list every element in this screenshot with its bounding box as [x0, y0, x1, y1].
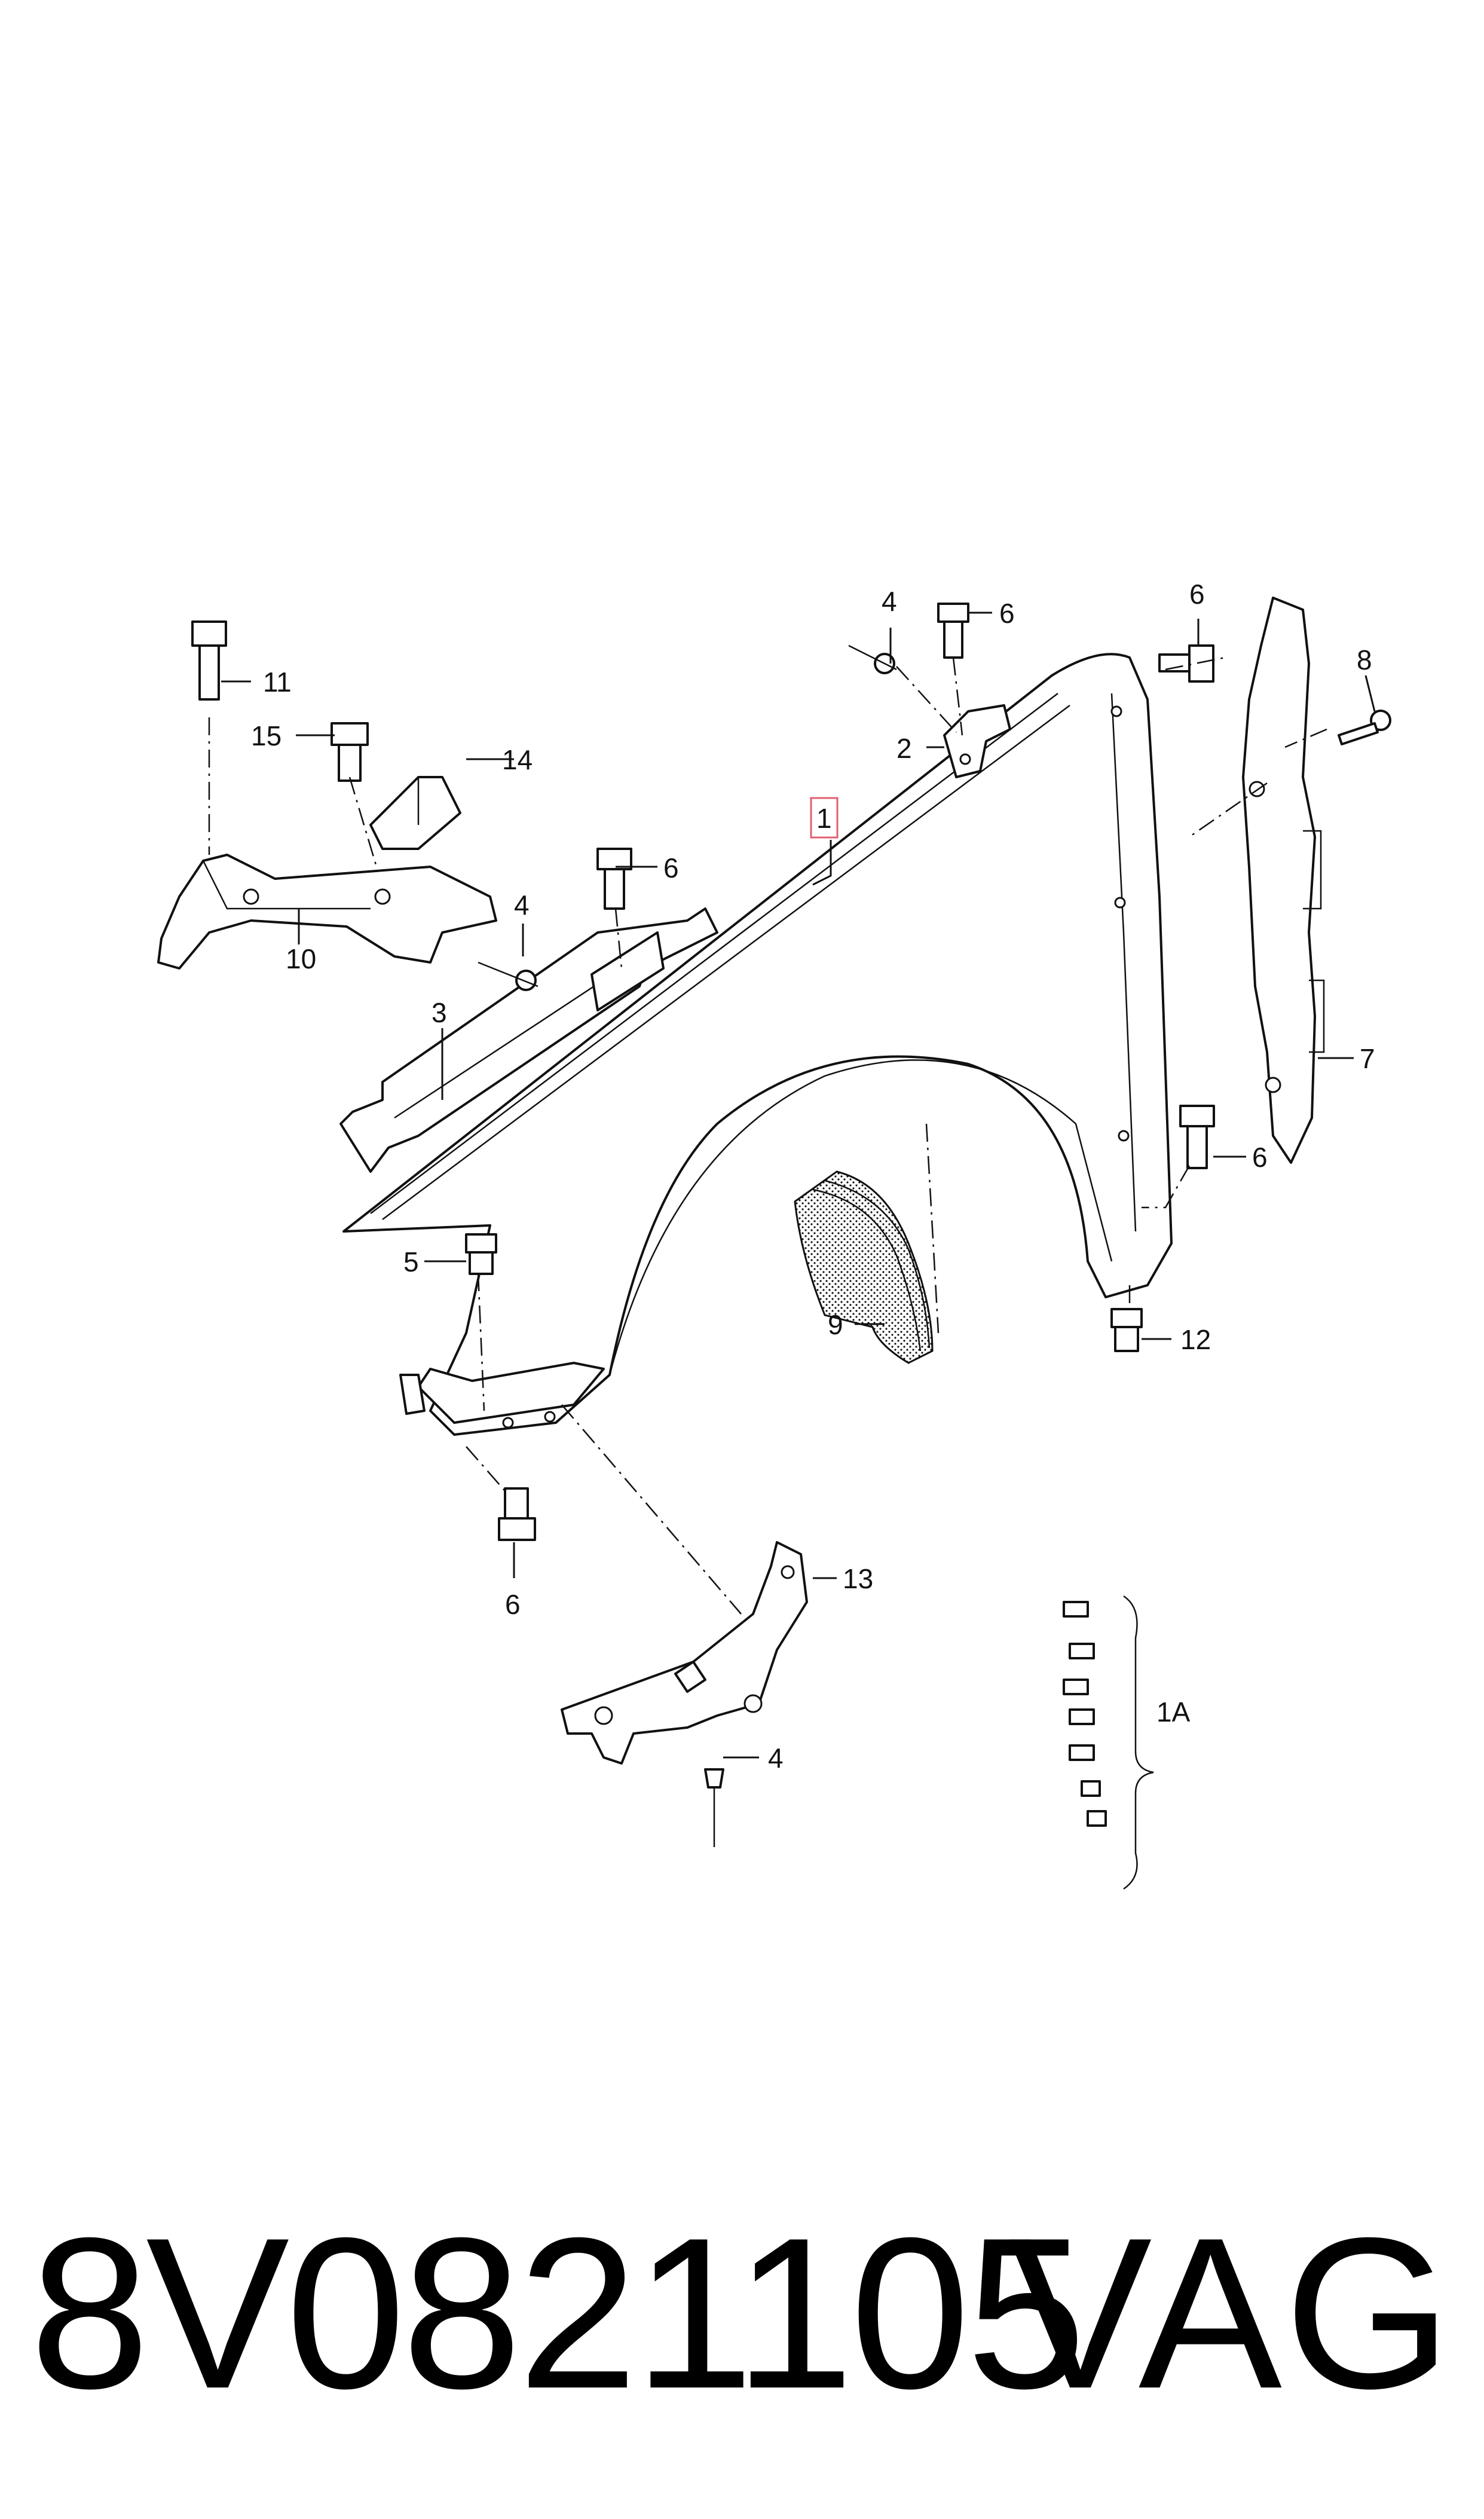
callout-6-middle: 6 [663, 852, 679, 884]
cross-member [157, 854, 497, 970]
bolt-15 [331, 722, 369, 782]
callout-14: 14 [502, 744, 533, 775]
callout-6-top: 6 [999, 598, 1015, 629]
callout-7: 7 [1360, 1043, 1375, 1074]
screw-8 [1338, 710, 1391, 745]
bolt-6-right [1179, 1105, 1215, 1169]
callout-11: 11 [263, 667, 292, 698]
footer: 8V0821105 VAG [0, 2176, 1484, 2451]
nut-5 [465, 1233, 497, 1275]
side-rail [339, 907, 718, 1173]
fender-lower-mount [399, 1362, 605, 1424]
callouts: 1 4 6 6 8 2 6 4 3 7 6 5 9 12 6 13 1A 4 1… [251, 579, 1375, 1774]
callout-9: 9 [828, 1309, 843, 1340]
callout-4-lower: 4 [768, 1742, 784, 1774]
bolt-6-lower [498, 1487, 536, 1541]
kit-1a-fasteners [1063, 1595, 1154, 1890]
fender-panel [342, 653, 1173, 1436]
callout-6-lower: 6 [505, 1589, 521, 1620]
callout-5: 5 [403, 1246, 419, 1277]
callout-6-right: 6 [1252, 1142, 1268, 1173]
fender-seal [1242, 597, 1325, 1164]
callout-15: 15 [251, 720, 281, 751]
callout-1: 1 [816, 803, 832, 834]
highlight-box [810, 797, 839, 839]
callout-13: 13 [843, 1563, 873, 1594]
bolt-6-upper-right [1158, 644, 1214, 683]
bracket-14 [369, 776, 461, 850]
assembly-lines [208, 656, 1327, 1615]
brand-name: VAG [1008, 2193, 1454, 2434]
rivet-4-middle [478, 961, 538, 991]
callout-4-middle: 4 [514, 889, 530, 921]
callout-4-top: 4 [882, 586, 897, 617]
callout-8: 8 [1357, 644, 1372, 675]
leader-lines [221, 612, 1376, 1759]
bolt-11 [191, 620, 227, 701]
bolt-6-top [937, 603, 969, 659]
bolt-6-middle [596, 848, 632, 910]
rivet-4-lower [704, 1768, 724, 1847]
part-number: 8V0821105 [30, 2193, 1086, 2434]
nut-12 [1110, 1308, 1143, 1352]
callout-12: 12 [1180, 1324, 1211, 1355]
callout-10: 10 [286, 943, 316, 974]
callout-2: 2 [896, 733, 912, 764]
bracket-13 [561, 1541, 808, 1765]
callout-3: 3 [432, 997, 447, 1028]
wheel-liner-section [794, 1170, 934, 1364]
rivet-4-top [848, 644, 897, 674]
callout-6-upper-right: 6 [1189, 579, 1205, 610]
callout-1a: 1A [1156, 1696, 1191, 1728]
